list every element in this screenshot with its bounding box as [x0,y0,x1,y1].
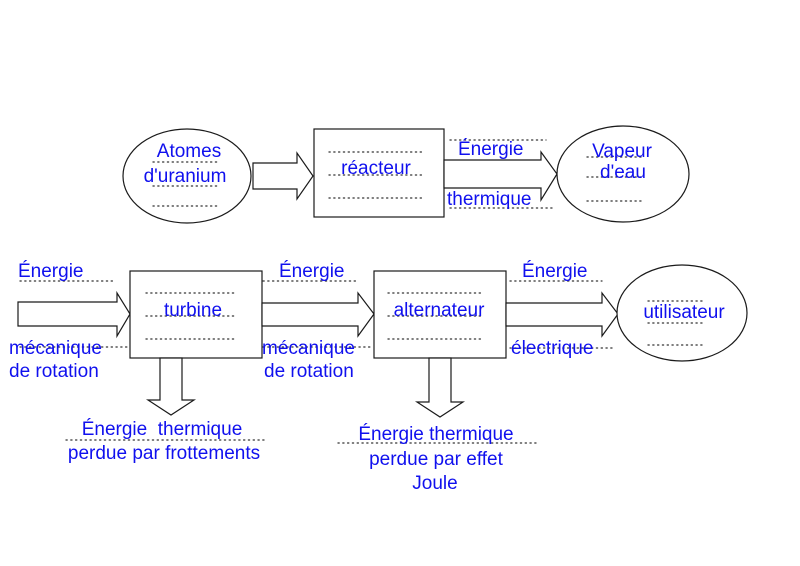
input-transfer-bottom-line2: de rotation [9,361,99,382]
arrow-input-to-turbine [17,290,131,339]
alternator-label: alternateur [393,300,485,321]
arrow-alternator-to-user [505,291,619,338]
alternator-loss-label-line1: Énergie thermique [358,424,514,445]
steam-label-line2: d'eau [600,162,646,183]
reactor-box [313,128,445,218]
alternator-box [373,270,507,359]
input-transfer-bottom-line1: mécanique [9,338,102,359]
turbine-label: turbine [163,300,223,321]
dotted-lines [19,139,703,444]
turbine-loss-label-line1: Énergie thermique [81,419,243,440]
transfer2-bottom-line2: de rotation [264,361,354,382]
transfer3-top-label: Énergie [522,261,588,282]
arrow-turbine-loss [145,357,197,416]
arrow-reactor-to-steam [443,150,558,203]
transfer2-bottom-line1: mécanique [262,338,355,359]
arrow-uranium-to-reactor [252,151,314,201]
user-ellipse [616,264,748,362]
arrow-alternator-loss [414,357,466,418]
transfer1-bottom-label: thermique [447,189,532,210]
transfer1-top-label: Énergie [458,139,524,160]
steam-label-line1: Vapeur [592,141,652,162]
alternator-loss-label-line2: perdue par effet [369,449,503,470]
uranium-atoms-label-line1: Atomes [156,141,222,162]
turbine-box [129,270,263,359]
transfer2-top-label: Énergie [279,261,345,282]
turbine-loss-label-line2: perdue par frottements [67,443,261,464]
transfer3-bottom-label: électrique [511,338,594,359]
user-label: utilisateur [643,302,725,323]
alternator-loss-label-line3: Joule [412,473,458,494]
uranium-atoms-label-line2: d'uranium [143,166,227,187]
input-transfer-top-label: Énergie [18,261,84,282]
steam-ellipse [556,125,690,223]
arrow-turbine-to-alternator [261,291,375,338]
reactor-label: réacteur [341,158,411,179]
uranium-atoms-ellipse [122,128,252,224]
